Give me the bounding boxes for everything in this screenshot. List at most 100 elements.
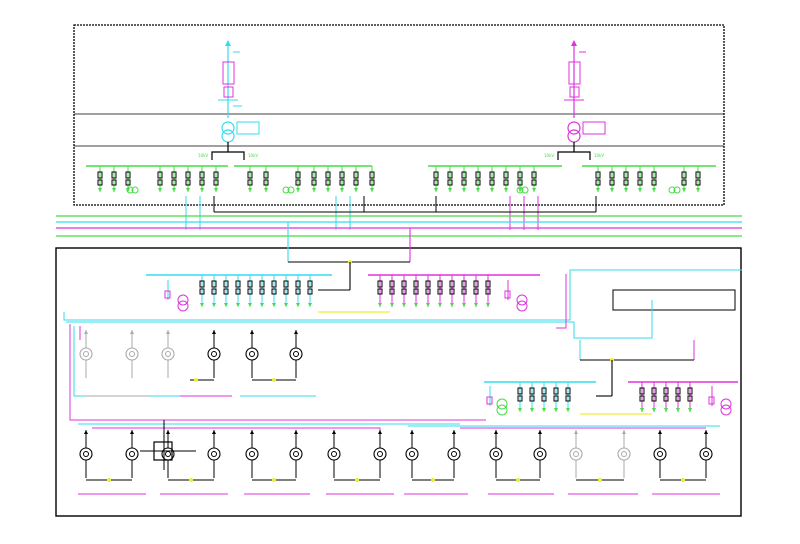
- mid-feeder-magenta: [377, 275, 383, 307]
- main-transformer-left: [221, 121, 235, 135]
- mid-aux-left: [164, 280, 189, 312]
- top-feeder: [353, 166, 359, 192]
- top-feeder: [447, 166, 453, 192]
- substation-transformer: [489, 430, 503, 478]
- mid-feeder-cyan: [211, 275, 217, 307]
- mid-feeder-magenta: [473, 275, 479, 307]
- top-feeder: [695, 166, 701, 192]
- substation-transformer: [79, 430, 93, 478]
- right-feeder-magenta: [663, 382, 669, 412]
- incomer-left: 10kV 10kV: [198, 40, 260, 160]
- routing-lines: [63, 269, 742, 421]
- mid-feeder-cyan: [247, 275, 253, 307]
- mid-feeder-cyan: [295, 275, 301, 307]
- top-feeder: [503, 166, 509, 192]
- top-feeder: [311, 166, 317, 192]
- title-box: [612, 289, 736, 311]
- mid-feeder-magenta: [389, 275, 395, 307]
- mid-feeder-cyan: [235, 275, 241, 307]
- top-feeder: [681, 166, 687, 192]
- mid-feeder-cyan: [259, 275, 265, 307]
- top-building-frame: [73, 24, 725, 206]
- aux-transformer: [126, 186, 134, 194]
- substation-row-1: [79, 330, 316, 397]
- label-10kv-left-a: 10kV: [198, 153, 208, 158]
- main-transformer-right: [567, 121, 581, 135]
- substation-transformer: [617, 430, 631, 478]
- substation-transformer: [373, 430, 387, 478]
- aux-transformer: [668, 186, 676, 194]
- top-feeder: [475, 166, 481, 192]
- top-feeder: [595, 166, 601, 192]
- right-feeder-cyan: [541, 382, 547, 412]
- top-feeder: [461, 166, 467, 192]
- top-feeder: [651, 166, 657, 192]
- right-feeders: [517, 382, 693, 412]
- right-mid-section: [484, 340, 738, 416]
- right-feeder-cyan: [553, 382, 559, 412]
- top-feeder: [623, 166, 629, 192]
- substation-transformer: [125, 430, 139, 478]
- substation-transformer: [327, 430, 341, 478]
- top-feeder: [97, 166, 103, 192]
- substation-transformer: [569, 430, 583, 478]
- right-feeder-magenta: [675, 382, 681, 412]
- substation-transformer: [125, 330, 139, 378]
- mid-feeder-magenta: [413, 275, 419, 307]
- substation-transformer: [161, 330, 175, 378]
- top-link-wires: [185, 196, 597, 230]
- mid-aux-right: [504, 280, 528, 312]
- substation-transformer: [289, 330, 303, 378]
- substation-transformer: [653, 430, 667, 478]
- substation-transformer: [245, 430, 259, 478]
- top-feeder: [369, 166, 375, 192]
- top-feeder: [489, 166, 495, 192]
- mid-feeder-magenta: [461, 275, 467, 307]
- substation-transformer: [207, 330, 221, 378]
- substation-transformer: [699, 430, 713, 478]
- right-feeder-cyan: [529, 382, 535, 412]
- label-10kv-right-b: 10kV: [594, 153, 604, 158]
- top-feeder: [517, 166, 523, 192]
- mid-feeder-magenta: [449, 275, 455, 307]
- mid-feeder-magenta: [437, 275, 443, 307]
- mid-feeder-cyan: [283, 275, 289, 307]
- mid-feeder-cyan: [307, 275, 313, 307]
- top-feeder: [157, 166, 163, 192]
- top-feeder: [171, 166, 177, 192]
- substation-row-2: [78, 430, 720, 495]
- top-feeder: [295, 166, 301, 192]
- right-feeder-cyan: [517, 382, 523, 412]
- substation-transformer: [405, 430, 419, 478]
- top-feeder: [213, 166, 219, 192]
- aux-transformer: [516, 186, 524, 194]
- substation-transformer: [533, 430, 547, 478]
- mid-feeders: [199, 275, 491, 307]
- top-feeder: [247, 166, 253, 192]
- top-feeder: [531, 166, 537, 192]
- label-10kv-left-b: 10kV: [248, 153, 258, 158]
- label-10kv-right-a: 10kV: [544, 153, 554, 158]
- mid-feeder-magenta: [425, 275, 431, 307]
- top-feeder: [185, 166, 191, 192]
- right-feeder-magenta: [651, 382, 657, 412]
- top-feeder: [637, 166, 643, 192]
- cable-bundle: [56, 215, 742, 237]
- bottom-building-frame: [55, 247, 742, 517]
- mid-feeder-cyan: [199, 275, 205, 307]
- top-feeder: [609, 166, 615, 192]
- aux-transformer: [282, 186, 290, 194]
- substation-transformer: [447, 430, 461, 478]
- feed-in-links: [287, 222, 411, 291]
- mid-feeder-cyan: [271, 275, 277, 307]
- mid-feeder-magenta: [401, 275, 407, 307]
- substation-transformer: [289, 430, 303, 478]
- top-feeder: [263, 166, 269, 192]
- substation-transformer: [79, 330, 93, 378]
- mid-feeder-cyan: [223, 275, 229, 307]
- mid-feeder-magenta: [485, 275, 491, 307]
- top-feeder: [339, 166, 345, 192]
- top-feeder: [111, 166, 117, 192]
